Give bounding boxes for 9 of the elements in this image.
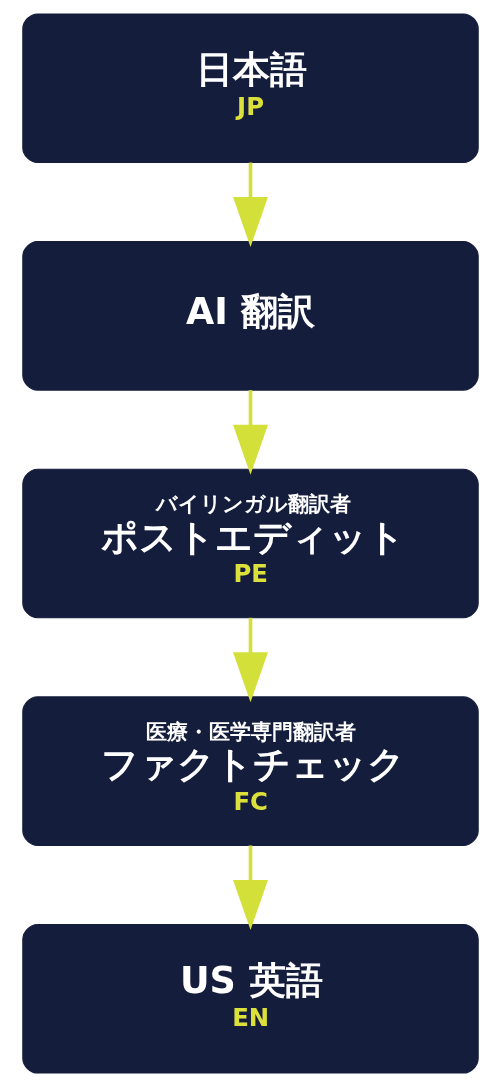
node-box: AI 翻訳 [21, 241, 479, 391]
arrow [232, 617, 268, 703]
node-box: バイリンガル翻訳者 ポストエディット PE [21, 468, 479, 619]
arrow [232, 845, 268, 930]
node-box: 医療・医学専門翻訳者 ファクトチェック FC [21, 696, 479, 846]
node-box: 日本語 JP [21, 13, 479, 164]
arrow [232, 390, 268, 475]
arrow [232, 162, 268, 248]
node-box: US 英語 EN [21, 923, 479, 1074]
